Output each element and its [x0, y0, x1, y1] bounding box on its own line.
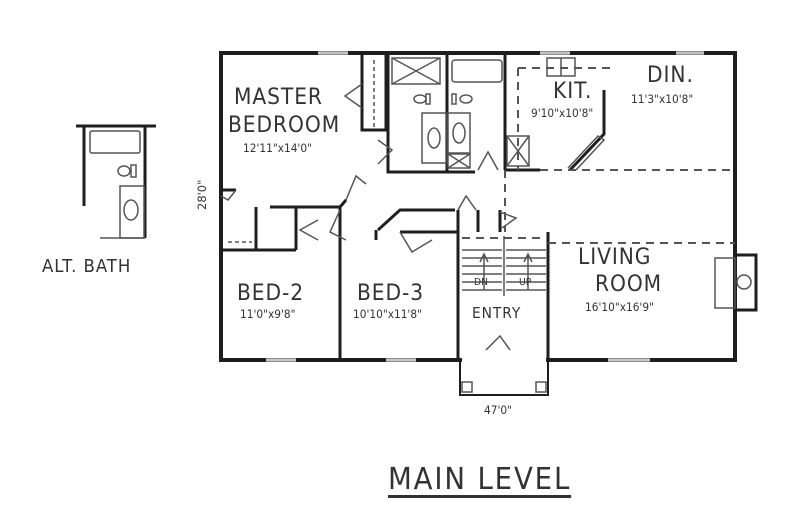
depth-dimension: 28'0": [195, 179, 209, 210]
room-size-bed2: 11'0"x9'8": [240, 307, 296, 321]
room-name-kitchen: KIT.: [553, 79, 593, 104]
room-name-master: MASTER: [234, 85, 323, 110]
alt-bath-wall: [76, 124, 156, 238]
room-name-dining: DIN.: [647, 63, 694, 88]
alt-bath-label: ALT. BATH: [42, 256, 132, 277]
stairs-down-label: DN: [474, 277, 488, 288]
room-name-living: LIVING: [578, 245, 652, 270]
room-name-entry: ENTRY: [472, 304, 522, 322]
room-name-master-2: BEDROOM: [228, 113, 341, 138]
room-size-master: 12'11"x14'0": [243, 141, 312, 155]
stairs-up-label: UP: [519, 277, 532, 288]
room-size-living: 16'10"x16'9": [585, 300, 654, 314]
room-size-dining: 11'3"x10'8": [631, 92, 694, 106]
width-dimension: 47'0": [484, 403, 512, 417]
room-size-bed3: 10'10"x11'8": [353, 307, 422, 321]
room-name-bed3: BED-3: [357, 281, 425, 306]
room-name-bed2: BED-2: [237, 281, 305, 306]
room-name-living-2: ROOM: [595, 272, 663, 297]
plan-title: MAIN LEVEL: [388, 462, 572, 497]
room-size-kitchen: 9'10"x10'8": [531, 106, 594, 120]
